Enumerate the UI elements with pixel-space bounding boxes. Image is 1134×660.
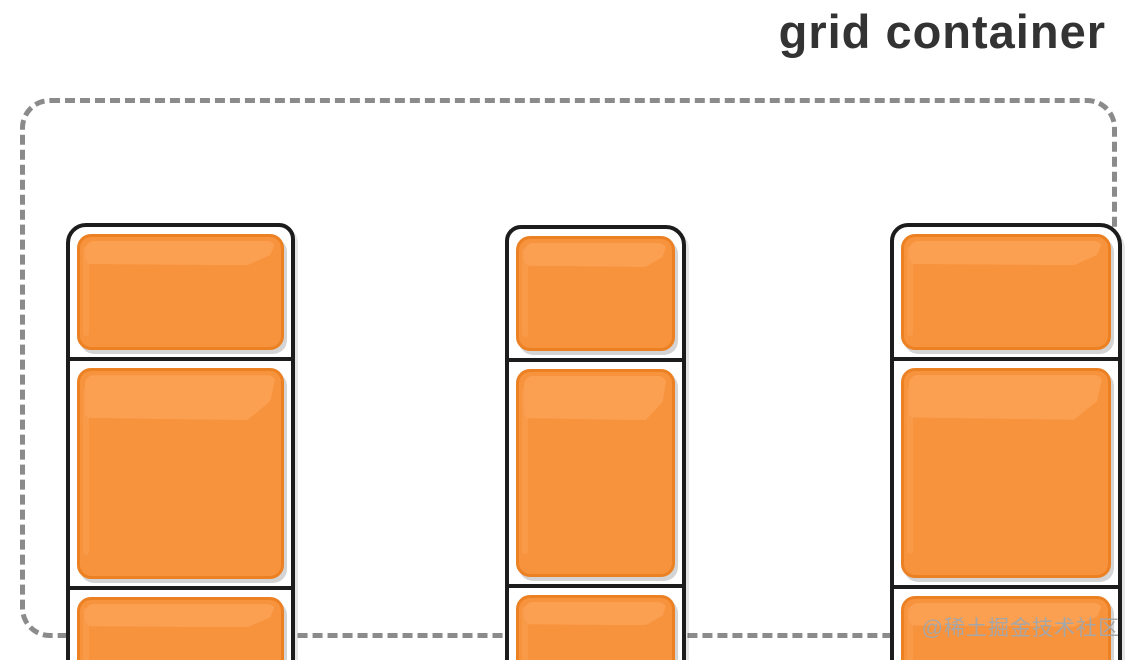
grid-item [77, 596, 284, 660]
grid-cell [509, 583, 682, 660]
grid-item [516, 368, 675, 577]
grid-column-track-1 [66, 223, 295, 660]
grid-cell [70, 585, 291, 660]
diagram-title: grid container [778, 5, 1106, 58]
grid-item [901, 595, 1111, 660]
grid-cell [894, 584, 1118, 660]
grid-cell [70, 227, 291, 357]
grid-cell [509, 229, 682, 358]
grid-item [77, 368, 284, 579]
grid-item [516, 594, 675, 660]
grid-cell [509, 357, 682, 584]
watermark: @稀土掘金技术社区 [921, 617, 1120, 640]
grid-cell [894, 227, 1118, 357]
grid-item [901, 367, 1111, 578]
grid-column-track-2 [505, 225, 686, 660]
grid-column-track-3 [890, 223, 1122, 660]
grid-item [516, 236, 675, 351]
grid-item [901, 234, 1111, 350]
grid-item [77, 234, 284, 351]
grid-container-outline [20, 98, 1122, 660]
grid-cell [70, 357, 291, 585]
grid-cell [894, 356, 1118, 585]
